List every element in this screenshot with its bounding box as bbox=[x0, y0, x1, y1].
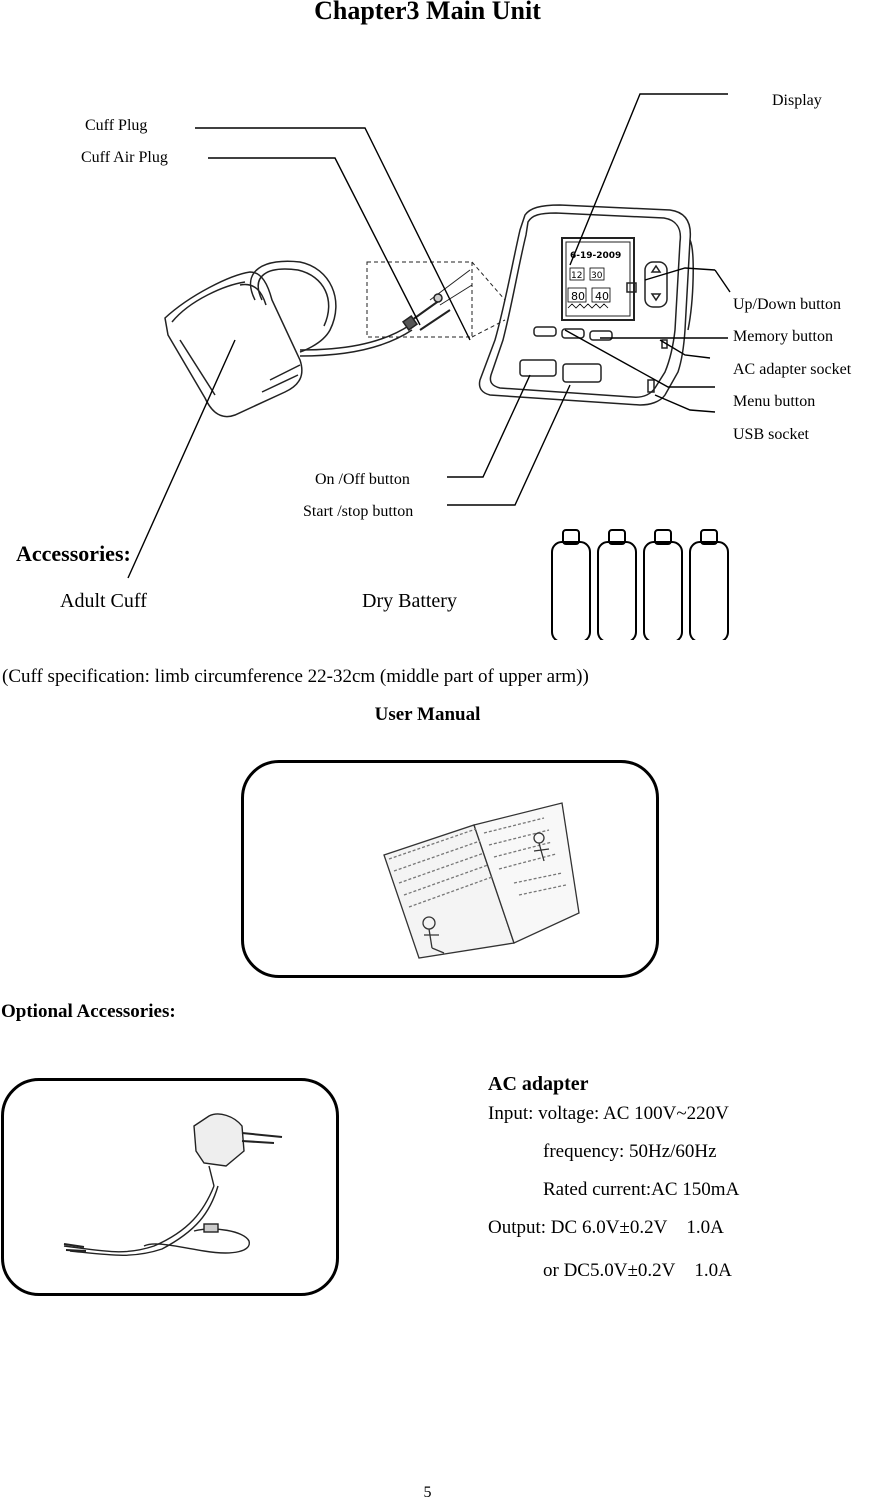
label-up-down-button: Up/Down button bbox=[733, 296, 841, 313]
cuff-illustration bbox=[164, 260, 413, 418]
label-usb-socket: USB socket bbox=[733, 426, 809, 443]
lcd-reading-1: 80 bbox=[571, 290, 585, 303]
ac-adapter-input-voltage: Input: voltage: AC 100V~220V bbox=[488, 1103, 729, 1124]
user-manual-frame bbox=[241, 760, 659, 978]
ac-adapter-frequency: frequency: 50Hz/60Hz bbox=[543, 1141, 717, 1162]
ac-adapter-frame bbox=[1, 1078, 339, 1296]
user-manual-heading: User Manual bbox=[374, 704, 481, 725]
label-start-stop-button: Start /stop button bbox=[303, 503, 414, 520]
leader-lines bbox=[127, 93, 731, 579]
booklet-illustration bbox=[383, 802, 580, 959]
accessories-heading: Accessories: bbox=[16, 541, 131, 566]
label-memory-button: Memory button bbox=[733, 328, 833, 345]
page-title: Chapter3 Main Unit bbox=[314, 0, 541, 25]
cuff-spec: (Cuff specification: limb circumference … bbox=[2, 666, 589, 687]
battery-illustration bbox=[551, 529, 729, 640]
lcd-minute: 30 bbox=[591, 271, 603, 281]
label-menu-button: Menu button bbox=[733, 393, 816, 410]
lcd-date: 6-19-2009 bbox=[570, 251, 621, 261]
lcd-reading-2: 40 bbox=[595, 290, 609, 303]
ac-adapter-rated-current: Rated current:AC 150mA bbox=[543, 1179, 740, 1200]
label-ac-adapter-socket: AC adapter socket bbox=[733, 361, 852, 378]
dry-battery-label: Dry Battery bbox=[362, 590, 457, 612]
lcd-display: 6-19-2009 12 30 80 40 bbox=[567, 251, 621, 309]
ac-adapter-title: AC adapter bbox=[488, 1073, 589, 1095]
ac-adapter-output-2: or DC5.0V±0.2V 1.0A bbox=[543, 1260, 732, 1281]
ac-adapter-output-1: Output: DC 6.0V±0.2V 1.0A bbox=[488, 1217, 724, 1238]
label-on-off-button: On /Off button bbox=[315, 471, 410, 488]
label-cuff-plug: Cuff Plug bbox=[85, 117, 148, 134]
main-unit-illustration bbox=[478, 204, 694, 406]
adapter-illustration bbox=[63, 1113, 283, 1256]
lcd-hour: 12 bbox=[571, 271, 582, 281]
optional-accessories-heading: Optional Accessories: bbox=[1, 1001, 176, 1022]
page-number: 5 bbox=[423, 1484, 432, 1501]
label-display: Display bbox=[772, 92, 822, 109]
main-unit-diagram: 6-19-2009 12 30 80 40 bbox=[127, 93, 731, 640]
adult-cuff-label: Adult Cuff bbox=[60, 590, 147, 612]
label-cuff-air-plug: Cuff Air Plug bbox=[81, 149, 168, 166]
